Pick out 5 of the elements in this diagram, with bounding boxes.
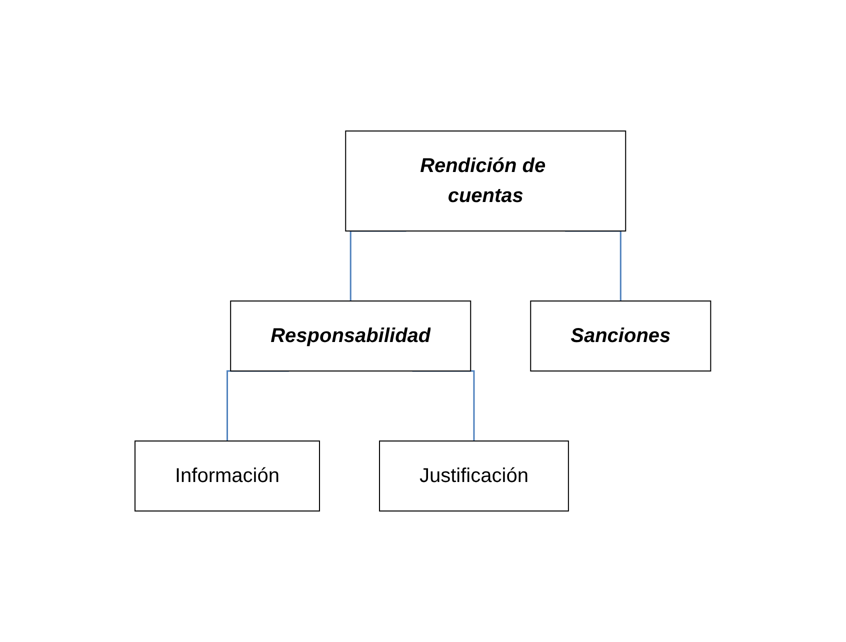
node-box: Responsabilidad (230, 300, 472, 372)
node-box: Rendición de cuentas (345, 130, 626, 232)
node-box: Sanciones (530, 300, 712, 372)
node-box: Información (134, 440, 320, 512)
node-box: Justificación (379, 440, 570, 512)
